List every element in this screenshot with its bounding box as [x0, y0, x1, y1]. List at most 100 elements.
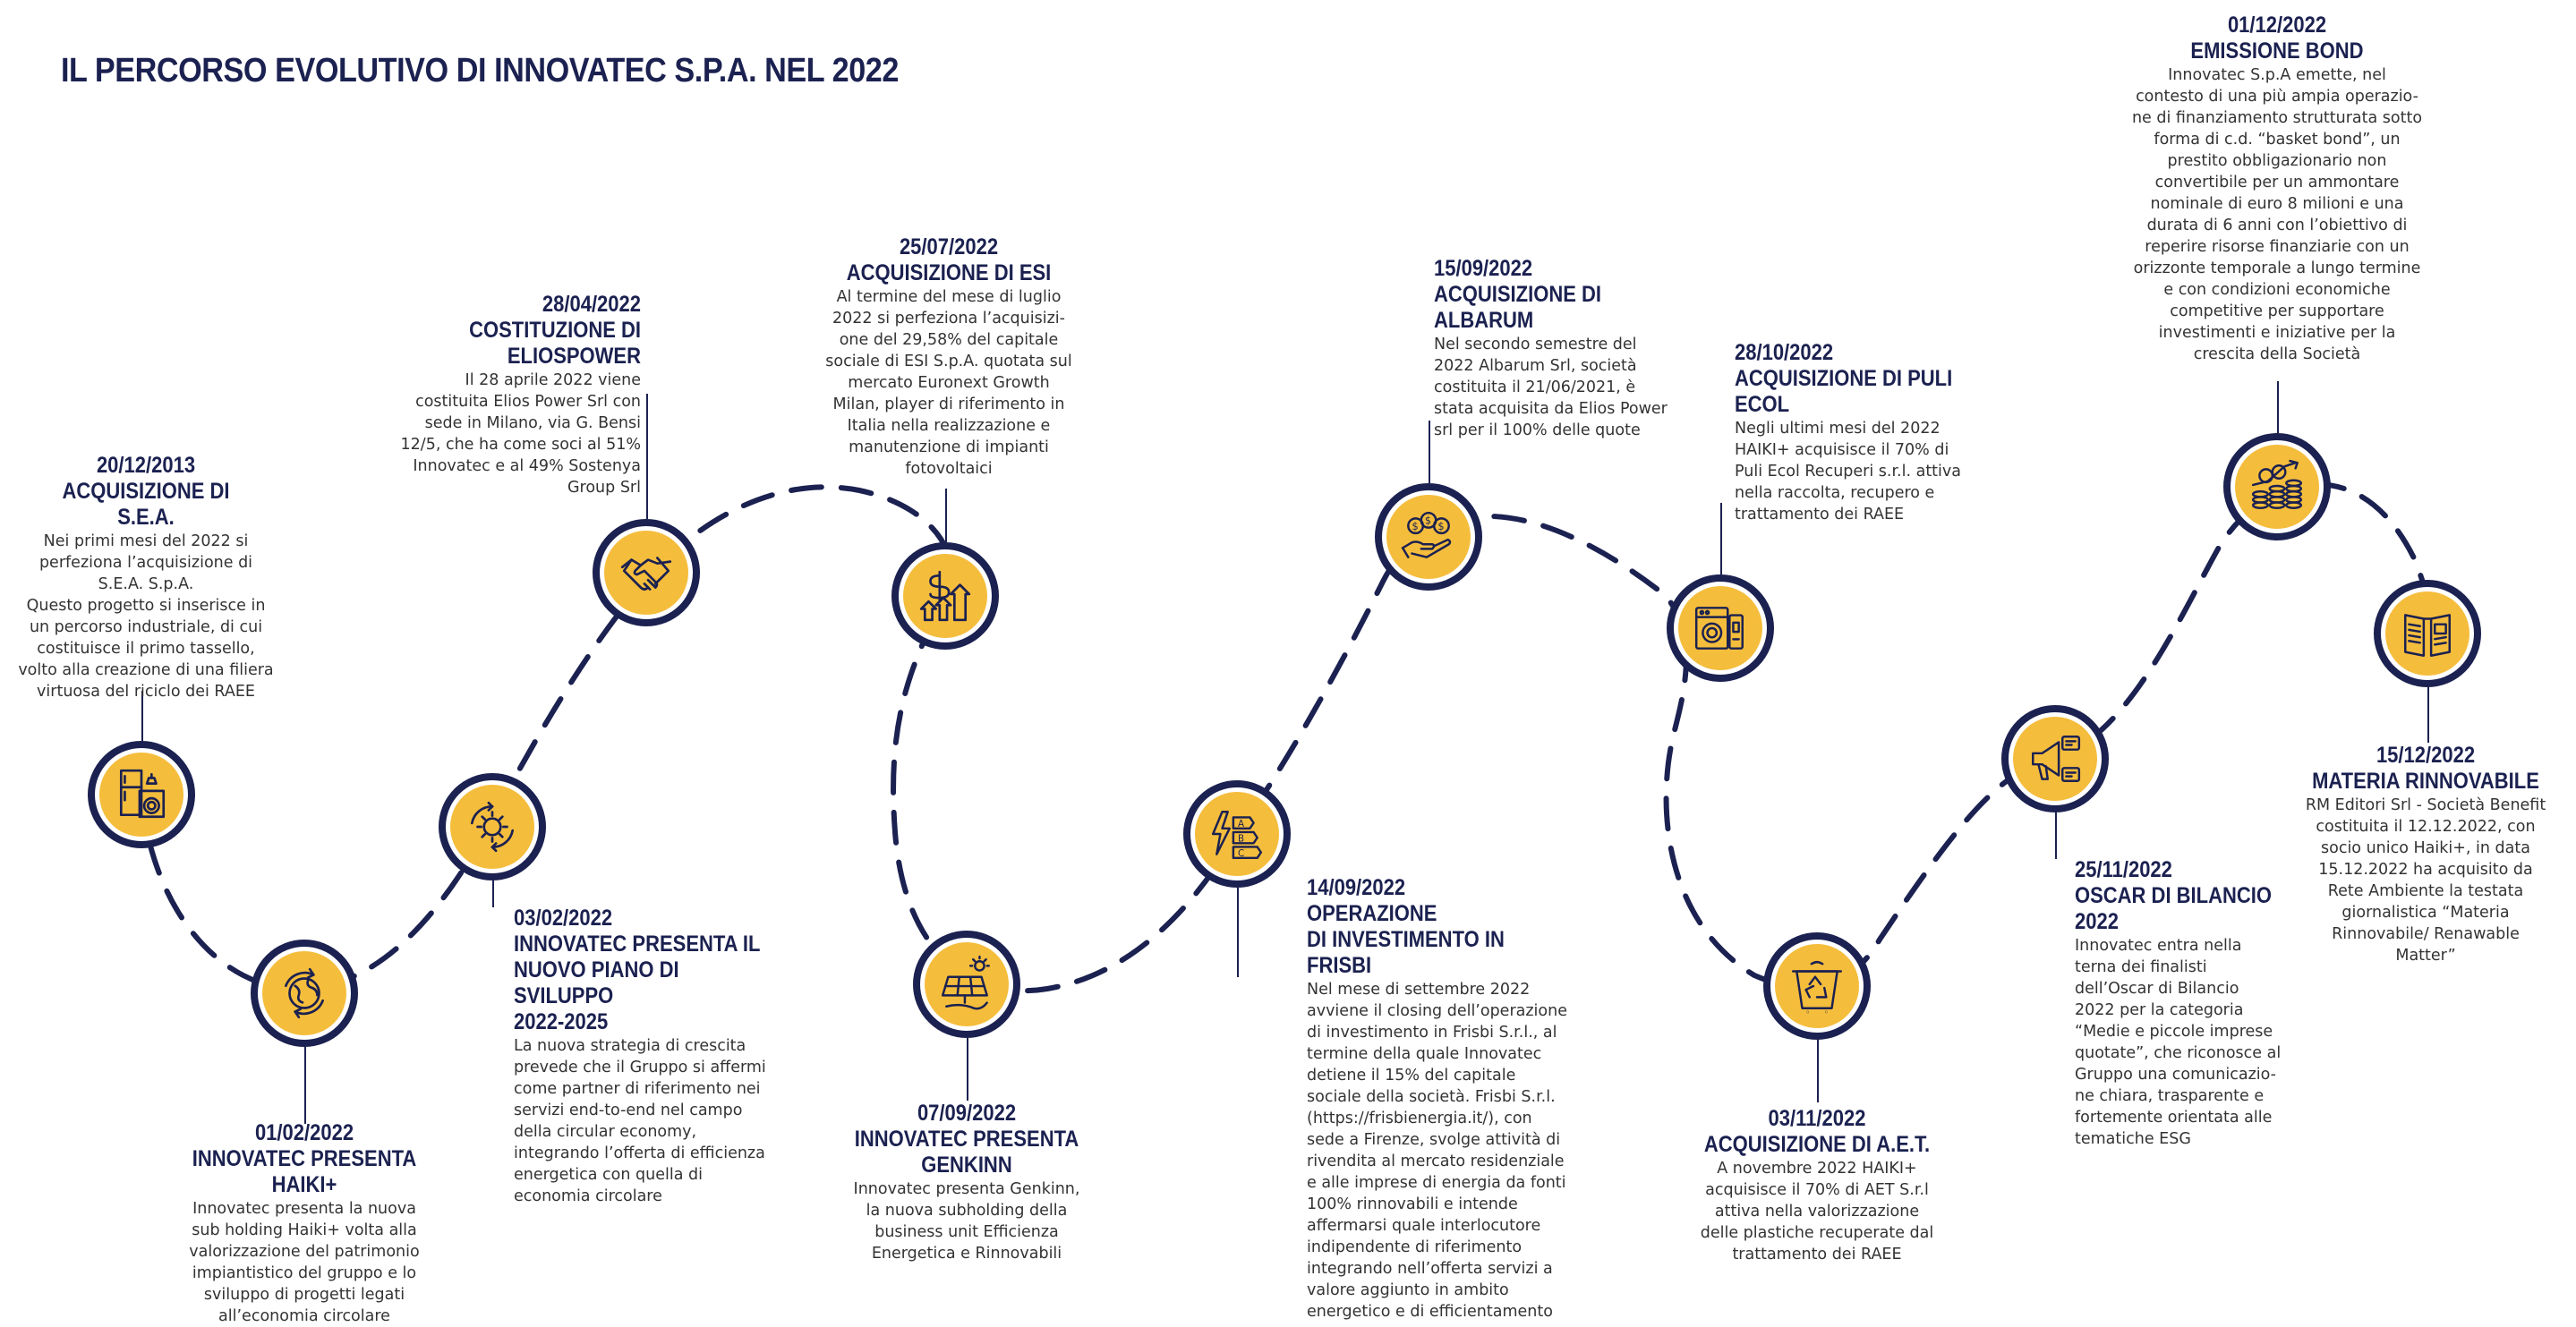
- milestone-date: 14/09/2022: [1307, 875, 1566, 901]
- card-aet: 03/11/2022 ACQUISIZIONE DI A.E.T. A nove…: [1683, 1106, 1951, 1265]
- node-disc: [2013, 717, 2097, 801]
- node-disc: [2235, 445, 2319, 529]
- milestone-title: OPERAZIONE DI INVESTIMENTO IN FRISBI: [1307, 901, 1566, 979]
- node-aet: [1763, 932, 1871, 1040]
- svg-text:$: $: [1425, 515, 1431, 527]
- milestone-body: Il 28 aprile 2022 viene costituita Elios…: [338, 370, 641, 498]
- node-disc: [604, 531, 688, 615]
- milestone-title: ACQUISIZIONE DI ALBARUM: [1434, 282, 1670, 334]
- card-haiki: 01/02/2022 INNOVATEC PRESENTA HAIKI+ Inn…: [175, 1120, 434, 1327]
- svg-text:A: A: [1238, 819, 1244, 829]
- milestone-body: Innovatec presenta Genkinn, la nuova sub…: [823, 1178, 1110, 1264]
- energy-rating-icon: A B C: [1207, 804, 1267, 863]
- connector-bond: [2277, 381, 2279, 433]
- milestone-title: COSTITUZIONE DI ELIOSPOWER: [375, 318, 641, 370]
- card-genkinn: 07/09/2022 INNOVATEC PRESENTA GENKINN In…: [823, 1101, 1110, 1264]
- milestone-date: 28/10/2022: [1735, 340, 1979, 366]
- connector-esi: [945, 489, 947, 542]
- milestone-date: 28/04/2022: [375, 292, 641, 318]
- milestone-body: A novembre 2022 HAIKI+ acquisisce il 70%…: [1683, 1158, 1951, 1265]
- node-disc: [925, 942, 1009, 1026]
- milestone-title: EMISSIONE BOND: [2142, 38, 2413, 64]
- node-oscar: [2001, 705, 2109, 812]
- connector-piano: [492, 880, 494, 907]
- card-albarum: 15/09/2022 ACQUISIZIONE DI ALBARUM Nel s…: [1434, 256, 1702, 441]
- milestone-body: Innovatec presenta la nuova sub holding …: [175, 1198, 434, 1327]
- node-puliecol: [1667, 574, 1774, 682]
- milestone-title: ACQUISIZIONE DI ESI: [823, 260, 1075, 286]
- milestone-body: Al termine del mese di luglio 2022 si pe…: [806, 286, 1092, 480]
- milestone-date: 15/12/2022: [2307, 743, 2544, 769]
- node-sea: [88, 741, 195, 848]
- card-frisbi: 14/09/2022 OPERAZIONE DI INVESTIMENTO IN…: [1307, 875, 1602, 1323]
- node-disc: A B C: [1195, 792, 1279, 876]
- milestone-title: ACQUISIZIONE DI S.E.A.: [31, 479, 260, 531]
- milestone-body: Nel secondo semestre del 2022 Albarum Sr…: [1434, 334, 1702, 441]
- solar-panel-icon: [937, 955, 996, 1014]
- svg-text:$: $: [1437, 520, 1444, 532]
- milestone-title: MATERIA RINNOVABILE: [2307, 769, 2544, 795]
- milestone-body: Innovatec S.p.A emette, nel contesto di …: [2123, 64, 2431, 365]
- milestone-body: Innovatec entra nella terna dei finalist…: [2075, 935, 2343, 1150]
- node-disc: [99, 753, 183, 837]
- node-materia: [2374, 580, 2481, 687]
- milestone-date: 03/02/2022: [514, 906, 781, 931]
- milestone-body: Nei primi mesi del 2022 si perfeziona l’…: [16, 531, 276, 702]
- milestone-body: Nel mese di settembre 2022 avviene il cl…: [1307, 979, 1602, 1323]
- coin-stack-growth-icon: [2248, 457, 2307, 516]
- svg-text:B: B: [1238, 833, 1244, 844]
- coins-hand-icon: $ $ $: [1399, 507, 1458, 566]
- milestone-date: 25/11/2022: [2075, 857, 2311, 883]
- node-albarum: $ $ $: [1375, 483, 1482, 591]
- appliances-icon: [112, 765, 171, 824]
- milestone-title: INNOVATEC PRESENTA IL NUOVO PIANO DI SVI…: [514, 931, 781, 1035]
- milestone-date: 01/12/2022: [2142, 13, 2413, 38]
- card-puliecol: 28/10/2022 ACQUISIZIONE DI PULI ECOL Neg…: [1735, 340, 2012, 525]
- milestone-title: OSCAR DI BILANCIO 2022: [2075, 883, 2311, 935]
- connector-materia: [2427, 687, 2429, 743]
- node-disc: [903, 554, 987, 638]
- card-piano: 03/02/2022 INNOVATEC PRESENTA IL NUOVO P…: [514, 906, 818, 1207]
- node-disc: [1775, 944, 1859, 1028]
- milestone-date: 03/11/2022: [1699, 1106, 1935, 1132]
- node-disc: [1678, 586, 1762, 670]
- node-disc: [450, 785, 534, 869]
- milestone-title: INNOVATEC PRESENTA HAIKI+: [190, 1146, 418, 1198]
- connector-genkinn: [967, 1038, 968, 1101]
- milestone-date: 20/12/2013: [31, 453, 260, 479]
- node-eliospower: [593, 519, 700, 626]
- card-eliospower: 28/04/2022 COSTITUZIONE DI ELIOSPOWER Il…: [338, 292, 641, 498]
- connector-oscar: [2055, 812, 2057, 859]
- node-disc: [262, 951, 346, 1035]
- connector-haiki: [304, 1047, 306, 1124]
- milestone-date: 07/09/2022: [840, 1101, 1093, 1127]
- connector-aet: [1817, 1040, 1819, 1102]
- card-sea: 20/12/2013 ACQUISIZIONE DI S.E.A. Nei pr…: [16, 453, 276, 702]
- sun-cycle-icon: [463, 797, 522, 856]
- node-esi: [891, 542, 999, 650]
- milestone-title: ACQUISIZIONE DI A.E.T.: [1699, 1132, 1935, 1158]
- page-title: IL PERCORSO EVOLUTIVO DI INNOVATEC S.P.A…: [61, 52, 899, 90]
- node-frisbi: A B C: [1183, 780, 1291, 888]
- milestone-date: 15/09/2022: [1434, 256, 1670, 282]
- connector-albarum: [1429, 421, 1430, 483]
- node-genkinn: [913, 931, 1020, 1038]
- handshake-icon: [617, 543, 676, 602]
- milestone-date: 25/07/2022: [823, 234, 1075, 260]
- card-esi: 25/07/2022 ACQUISIZIONE DI ESI Al termin…: [806, 234, 1092, 480]
- newspaper-icon: [2398, 604, 2457, 663]
- node-piano: [439, 773, 546, 880]
- connector-eliospower: [646, 394, 648, 519]
- dollar-growth-icon: [916, 566, 975, 625]
- milestone-title: ACQUISIZIONE DI PULI ECOL: [1735, 366, 1979, 418]
- connector-frisbi: [1237, 888, 1239, 977]
- svg-text:$: $: [1412, 520, 1418, 532]
- node-disc: $ $ $: [1386, 495, 1471, 579]
- node-disc: [2385, 591, 2469, 676]
- node-bond: [2223, 433, 2331, 540]
- card-materia: 15/12/2022 MATERIA RINNOVABILE RM Editor…: [2291, 743, 2560, 966]
- svg-text:C: C: [1238, 848, 1244, 859]
- connector-puliecol: [1720, 503, 1722, 574]
- milestone-body: RM Editori Srl - Società Benefit costitu…: [2291, 795, 2560, 966]
